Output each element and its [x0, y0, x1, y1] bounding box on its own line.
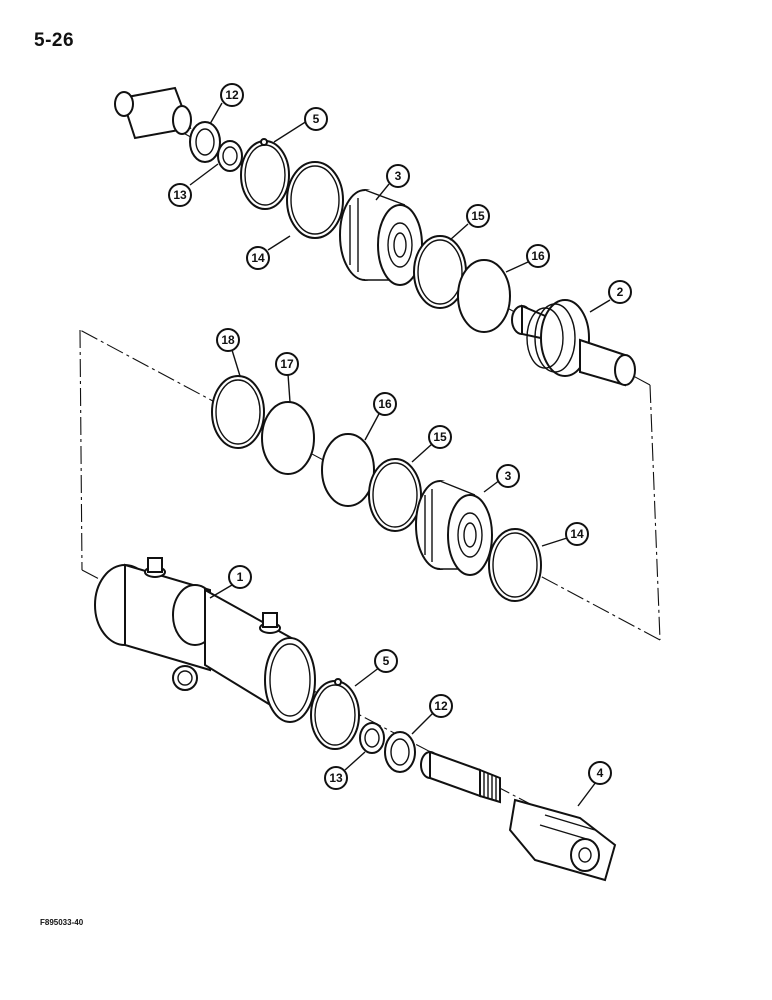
seal-ring-18 [211, 375, 265, 449]
callout-13-upper: 13 [168, 183, 192, 207]
svg-text:5: 5 [383, 654, 390, 668]
svg-text:3: 3 [395, 169, 402, 183]
piston-middle [415, 480, 493, 576]
callout-16-upper: 16 [526, 244, 550, 268]
callout-16-middle: 16 [373, 392, 397, 416]
callout-1: 1 [228, 565, 252, 589]
callout-17: 17 [275, 352, 299, 376]
piston-rod-end [114, 86, 192, 140]
backup-ring-middle-14 [488, 528, 542, 602]
snap-ring-lower [310, 678, 360, 750]
o-ring-upper-16 [457, 259, 511, 333]
callout-3-middle: 3 [496, 464, 520, 488]
wiper-seal-upper [189, 121, 221, 163]
svg-text:14: 14 [570, 527, 584, 541]
svg-text:14: 14 [251, 251, 265, 265]
clevis-4 [508, 798, 617, 882]
svg-text:2: 2 [617, 285, 624, 299]
svg-text:16: 16 [531, 249, 545, 263]
leader-lines [189, 102, 611, 807]
callout-15-middle: 15 [428, 425, 452, 449]
piston-rod-assembly [511, 299, 636, 387]
callout-5-upper: 5 [304, 107, 328, 131]
callout-14-middle: 14 [565, 522, 589, 546]
svg-text:4: 4 [597, 766, 604, 780]
backup-ring-upper [286, 161, 344, 239]
svg-text:12: 12 [225, 88, 239, 102]
svg-text:17: 17 [280, 357, 294, 371]
svg-text:18: 18 [221, 333, 235, 347]
callout-12-upper: 12 [220, 83, 244, 107]
svg-text:15: 15 [433, 430, 447, 444]
piston-upper [339, 189, 423, 286]
svg-text:5: 5 [313, 112, 320, 126]
svg-text:3: 3 [505, 469, 512, 483]
callout-13-lower: 13 [324, 766, 348, 790]
page-number: 5-26 [34, 30, 75, 51]
callout-4: 4 [588, 761, 612, 785]
cylinder-barrel [94, 557, 316, 723]
connector-left-vertical [79, 329, 83, 571]
o-ring-17 [261, 401, 315, 475]
connector-right-vertical [649, 384, 661, 641]
callout-14-upper: 14 [246, 246, 270, 270]
svg-text:16: 16 [378, 397, 392, 411]
wiper-seal-lower [384, 731, 416, 773]
threaded-rod-end [420, 750, 501, 804]
seal-ring-middle-15 [368, 458, 422, 532]
snap-ring-upper [240, 138, 290, 210]
callout-3-upper: 3 [386, 164, 410, 188]
svg-text:15: 15 [471, 209, 485, 223]
svg-text:12: 12 [434, 699, 448, 713]
svg-text:1: 1 [237, 570, 244, 584]
svg-text:13: 13 [329, 771, 343, 785]
figure-code: F895033-40 [40, 918, 84, 927]
o-ring-middle-16 [321, 433, 375, 507]
callout-15-upper: 15 [466, 204, 490, 228]
rod-seal-upper [217, 140, 243, 172]
callout-18: 18 [216, 328, 240, 352]
callout-5-lower: 5 [374, 649, 398, 673]
callout-12-lower: 12 [429, 694, 453, 718]
rod-seal-lower [359, 722, 385, 754]
svg-text:13: 13 [173, 188, 187, 202]
callout-2: 2 [608, 280, 632, 304]
